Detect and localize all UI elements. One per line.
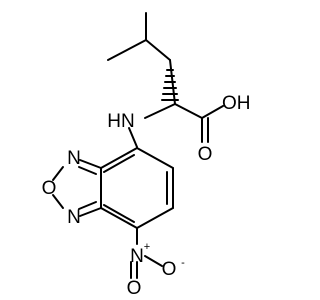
oh-label: OH [222, 93, 251, 114]
ring-nitrogen-top-label: N [67, 148, 81, 169]
nitro-oxygen-top-label: O [127, 278, 142, 299]
carbonyl-oxygen-label: O [198, 144, 213, 165]
hashed-stereo-bond [161, 69, 179, 101]
nitro-oxygen-right-label: O [162, 259, 177, 280]
bond-carboxyl-to-oh [201, 105, 224, 119]
nitro-plus-charge: + [144, 241, 150, 253]
oxadiazole-o-n2 [52, 194, 64, 209]
nitro-nitrogen-label: N [130, 246, 144, 267]
bond-nitro-to-o-right [144, 255, 163, 267]
ring-bond-6 [100, 147, 138, 169]
ring-oxygen-label: O [42, 178, 57, 199]
bond-alpha-to-nh [144, 103, 176, 119]
oxadiazole-n2-bottom [79, 207, 102, 217]
ring-nitrogen-bottom-label: N [67, 207, 81, 228]
ring-bond-4-inner [103, 204, 135, 223]
ring-bond-3 [136, 207, 174, 229]
oxadiazole-n1-double [78, 166, 97, 175]
molecule-drawing: OH O HN N O N N + O O - [42, 12, 251, 299]
bond-alpha-to-carboxyl [174, 103, 203, 119]
bond-nh-to-ring [128, 127, 138, 148]
bond-isobutyl-chain [145, 39, 171, 61]
nitro-minus-charge: - [181, 257, 185, 269]
structure-canvas: OH O HN N O N N + O O - [41, 12, 251, 299]
amine-nh-label: HN [107, 111, 134, 132]
ring-bond-4 [100, 207, 138, 229]
bond-methyl-left [107, 39, 147, 61]
oxadiazole-n2-double [78, 201, 97, 210]
oxadiazole-n1-o [52, 166, 64, 181]
oxadiazole-n1-top [79, 159, 102, 169]
ring-bond-6-inner [103, 154, 135, 173]
ring-bond-1 [136, 147, 174, 169]
